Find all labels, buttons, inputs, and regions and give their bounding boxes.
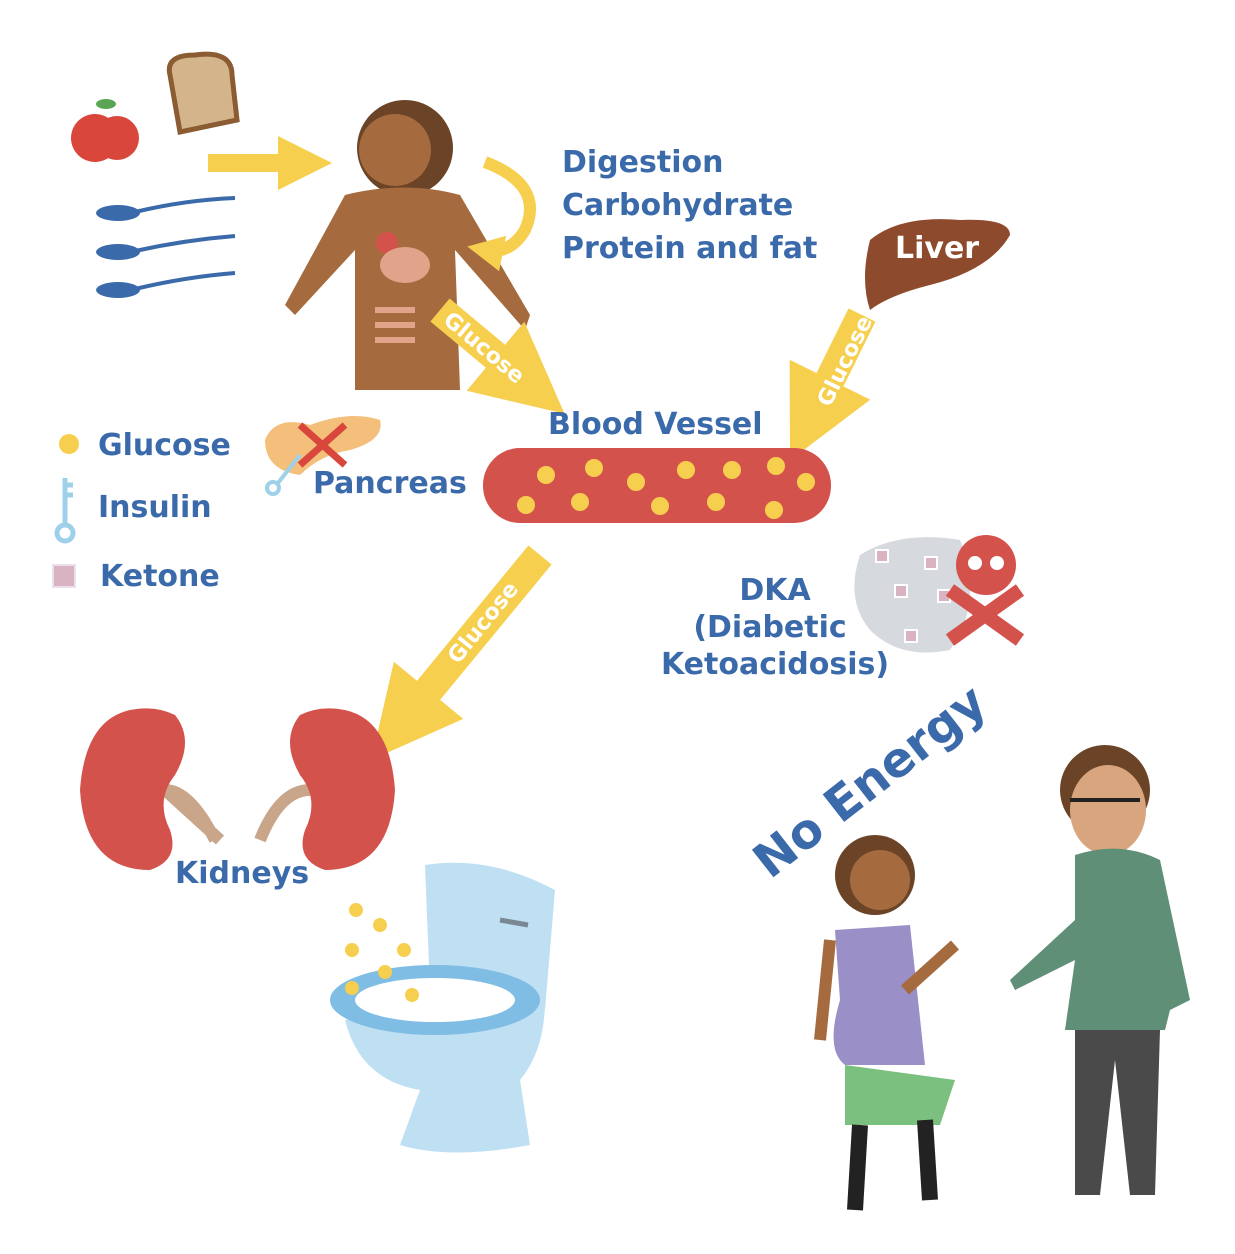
- svg-text:Glucose: Glucose: [443, 577, 524, 668]
- apple-icon: [71, 99, 139, 162]
- pancreas-label: Pancreas: [313, 466, 467, 501]
- glucose-legend-icon: [59, 434, 79, 454]
- ketone-cell-icon: [854, 537, 971, 653]
- insulin-key-icon: [54, 478, 76, 544]
- legend: Glucose Insulin Ketone: [52, 428, 231, 594]
- kidneys-icon: [80, 708, 395, 870]
- glucose-dot: [723, 461, 741, 479]
- pancreas-icon: [265, 416, 381, 496]
- liver-icon: Liver: [865, 219, 1010, 310]
- legend-glucose: Glucose: [98, 428, 231, 463]
- digestion-line: Digestion: [562, 145, 723, 180]
- toilet-icon: [330, 862, 555, 1153]
- glucose-dot: [571, 493, 589, 511]
- girl-illustration: [814, 835, 960, 1211]
- ketone-legend-icon: [52, 564, 76, 588]
- legend-ketone: Ketone: [100, 559, 220, 594]
- liver-label: Liver: [895, 231, 979, 266]
- glucose-dot: [677, 461, 695, 479]
- digestion-text: Digestion Carbohydrate Protein and fat: [562, 145, 817, 266]
- skull-crossbones-icon: [945, 535, 1025, 646]
- glucose-dot: [627, 473, 645, 491]
- blood-vessel-label: Blood Vessel: [548, 407, 763, 442]
- bread-icon: [166, 51, 240, 135]
- digestion-line: Protein and fat: [562, 231, 817, 266]
- digestion-curved-arrow: [467, 156, 536, 272]
- glucose-dot: [651, 497, 669, 515]
- legend-insulin: Insulin: [98, 490, 212, 525]
- glucose-arrow-kidneys: Glucose: [371, 545, 552, 760]
- glucose-dot: [537, 466, 555, 484]
- svg-text:(Diabetic: (Diabetic: [693, 610, 846, 645]
- svg-text:DKA: DKA: [739, 573, 811, 608]
- glucose-dot: [707, 493, 725, 511]
- glucose-dot: [767, 457, 785, 475]
- glucose-dot: [765, 501, 783, 519]
- dka-text: DKA (Diabetic Ketoacidosis): [661, 573, 889, 682]
- glucose-in-urine: [345, 903, 419, 1002]
- digestion-line: Carbohydrate: [562, 188, 793, 223]
- glucose-dot: [585, 459, 603, 477]
- glucose-arrow-liver: Glucose: [789, 308, 878, 461]
- blood-vessel: [483, 448, 831, 523]
- man-illustration: [1010, 745, 1190, 1195]
- spoons-icon: [96, 196, 236, 298]
- glucose-dot: [797, 473, 815, 491]
- kidneys-label: Kidneys: [175, 856, 309, 891]
- glucose-dot: [517, 496, 535, 514]
- svg-text:Ketoacidosis): Ketoacidosis): [661, 647, 889, 682]
